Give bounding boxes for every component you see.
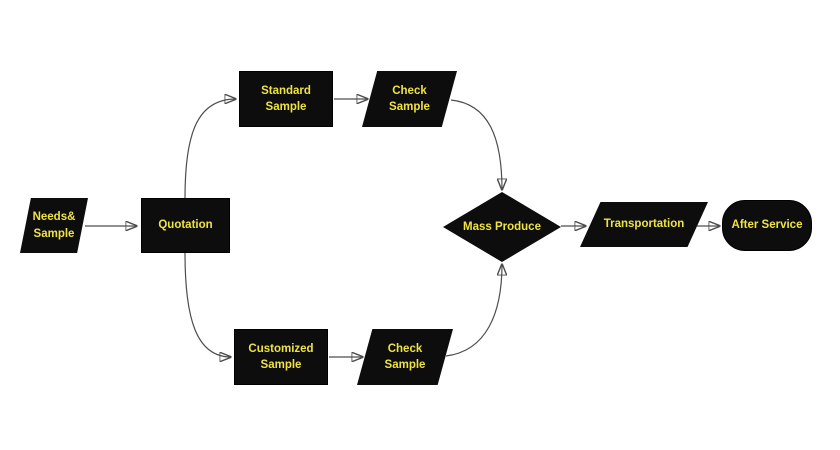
node-needs-sample-label: Needs& Sample (32, 211, 76, 240)
node-after-service-label: After Service (731, 219, 803, 232)
node-standard-sample: Standard Sample (239, 71, 333, 127)
edge-quotation-to-customized-sample (184, 252, 231, 357)
node-after-service: After Service (722, 200, 812, 251)
node-customized-sample: Customized Sample (234, 329, 328, 385)
node-transportation-label: Transportation (603, 218, 685, 231)
node-needs-sample: Needs& Sample (20, 198, 88, 253)
node-standard-sample-label: Standard Sample (261, 84, 311, 113)
node-check-sample-bottom: Check Sample (357, 329, 453, 385)
node-check-sample-top: Check Sample (362, 71, 457, 127)
edge-check-sample-top-to-mass-produce (450, 99, 502, 190)
edge-quotation-to-standard-sample (184, 99, 236, 199)
node-quotation-label: Quotation (158, 219, 213, 232)
node-customized-sample-label: Customized Sample (248, 342, 314, 371)
node-transportation: Transportation (580, 202, 708, 247)
node-mass-produce-label: Mass Produce (463, 220, 541, 233)
node-quotation: Quotation (141, 198, 230, 253)
node-check-sample-bottom-label: Check Sample (384, 342, 426, 371)
node-check-sample-top-label: Check Sample (389, 84, 430, 113)
edge-check-sample-bottom-to-mass-produce (445, 264, 502, 357)
